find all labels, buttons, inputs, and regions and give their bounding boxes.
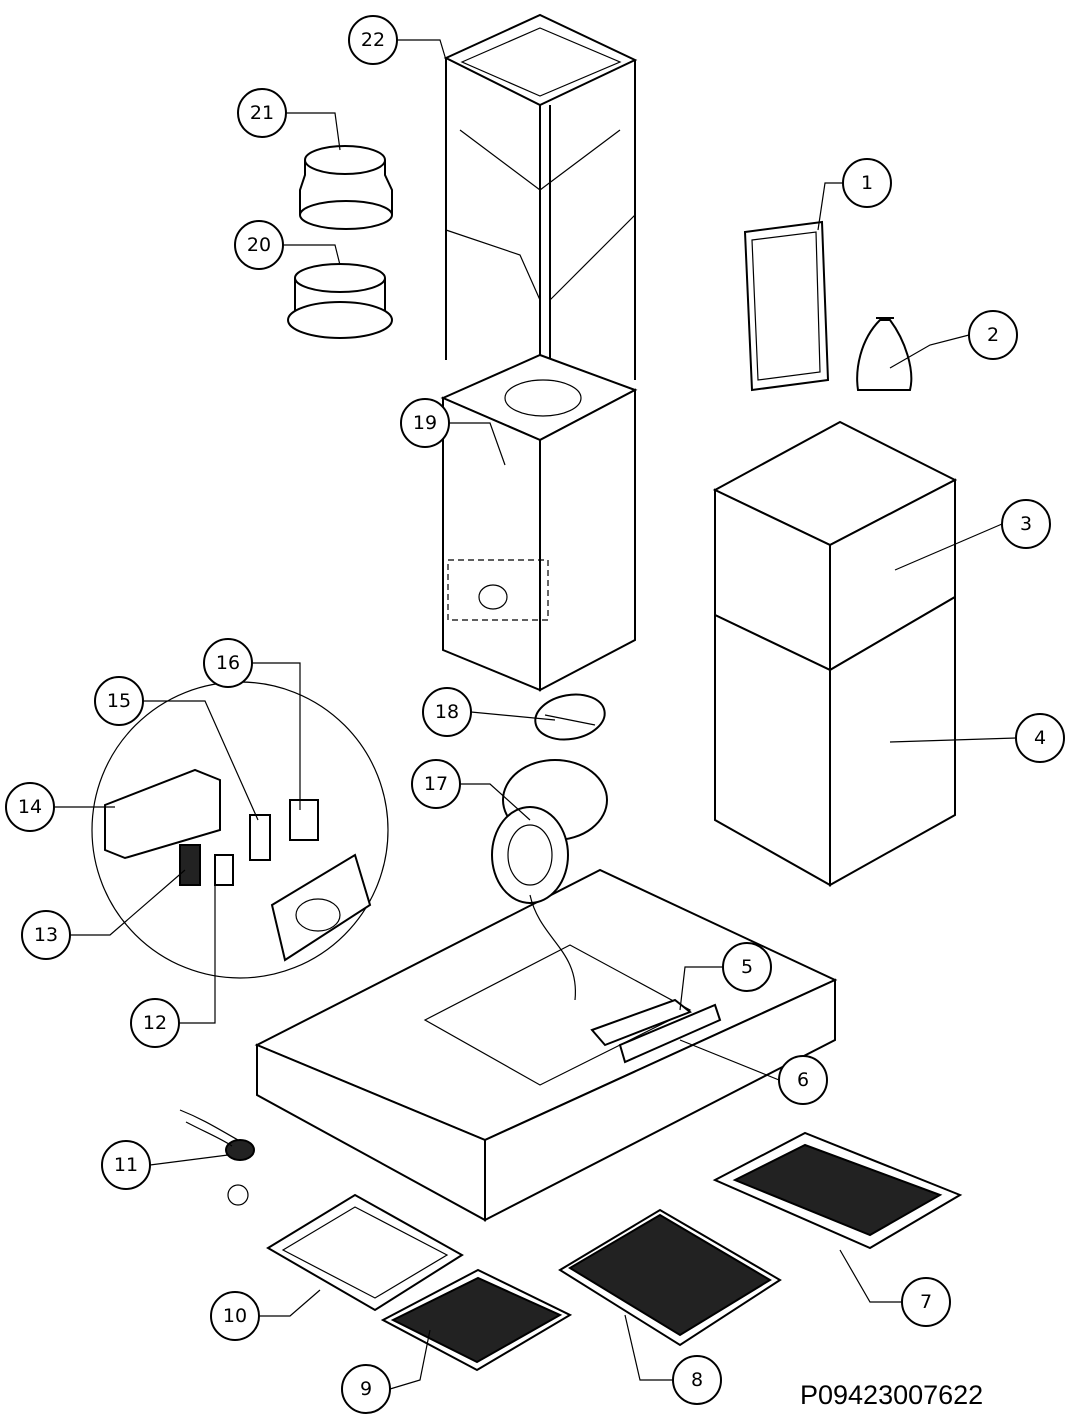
part-11-lamp: [179, 1109, 255, 1206]
hood-body: [254, 868, 838, 1222]
svg-text:9: 9: [360, 1378, 372, 1400]
callout-6: 6: [778, 1055, 828, 1105]
part-7-grease-filter: [712, 1131, 963, 1250]
part-21-duct-reducer: [299, 145, 393, 230]
callout-9: 9: [341, 1364, 391, 1414]
svg-text:4: 4: [1034, 727, 1046, 749]
svg-text:11: 11: [114, 1154, 138, 1176]
callout-12: 12: [130, 998, 180, 1048]
callout-15: 15: [94, 676, 144, 726]
svg-text:19: 19: [413, 412, 437, 434]
svg-text:5: 5: [741, 956, 753, 978]
callout-5: 5: [722, 942, 772, 992]
svg-text:18: 18: [435, 701, 459, 723]
svg-text:21: 21: [250, 102, 274, 124]
callout-22: 22: [348, 15, 398, 65]
part-1-document-bag: [743, 220, 830, 392]
drawing-code: P09423007622: [800, 1380, 984, 1410]
part-2-screw-bag: [856, 317, 913, 391]
svg-text:20: 20: [247, 234, 271, 256]
callout-13: 13: [21, 910, 71, 960]
callout-20: 20: [234, 220, 284, 270]
part-8-carbon-filter: [558, 1208, 782, 1347]
callout-3: 3: [1001, 499, 1051, 549]
svg-text:16: 16: [216, 652, 240, 674]
svg-text:12: 12: [143, 1012, 167, 1034]
svg-text:2: 2: [987, 324, 999, 346]
callout-18: 18: [422, 687, 472, 737]
svg-text:1: 1: [861, 172, 873, 194]
callout-7: 7: [901, 1277, 951, 1327]
part-20-duct-ring: [287, 263, 393, 339]
callout-11: 11: [101, 1140, 151, 1190]
svg-text:8: 8: [691, 1369, 703, 1391]
callout-8: 8: [672, 1355, 722, 1405]
part-5-6-control-panel: [590, 998, 722, 1064]
callout-10: 10: [210, 1291, 260, 1341]
svg-text:7: 7: [920, 1291, 932, 1313]
svg-text:10: 10: [223, 1305, 247, 1327]
part-19-motor-housing: [440, 353, 638, 692]
part-9-carbon-filter: [380, 1268, 573, 1372]
callout-1: 1: [842, 158, 892, 208]
svg-text:6: 6: [797, 1069, 809, 1091]
svg-text:13: 13: [34, 924, 58, 946]
callout-17: 17: [411, 759, 461, 809]
part-10-filter-frame: [266, 1193, 464, 1312]
part-18-cover-plate: [534, 693, 606, 741]
svg-text:3: 3: [1020, 513, 1032, 535]
svg-text:14: 14: [18, 796, 42, 818]
svg-text:17: 17: [424, 773, 448, 795]
callout-19: 19: [400, 398, 450, 448]
svg-text:15: 15: [107, 690, 131, 712]
callout-16: 16: [203, 638, 253, 688]
callout-21: 21: [237, 88, 287, 138]
callouts: 1 2 3 4 5 6 7 8 9 10 11 12 13 14 15 16 1…: [5, 15, 1065, 1414]
callout-2: 2: [968, 310, 1018, 360]
leader-lines: [54, 39, 1017, 1390]
electronics-detail: [91, 681, 389, 979]
part-4-lower-chimney: [714, 595, 956, 887]
callout-14: 14: [5, 782, 55, 832]
part-17-blower-motor: [491, 759, 608, 1001]
callout-4: 4: [1015, 713, 1065, 763]
svg-text:22: 22: [361, 29, 385, 51]
